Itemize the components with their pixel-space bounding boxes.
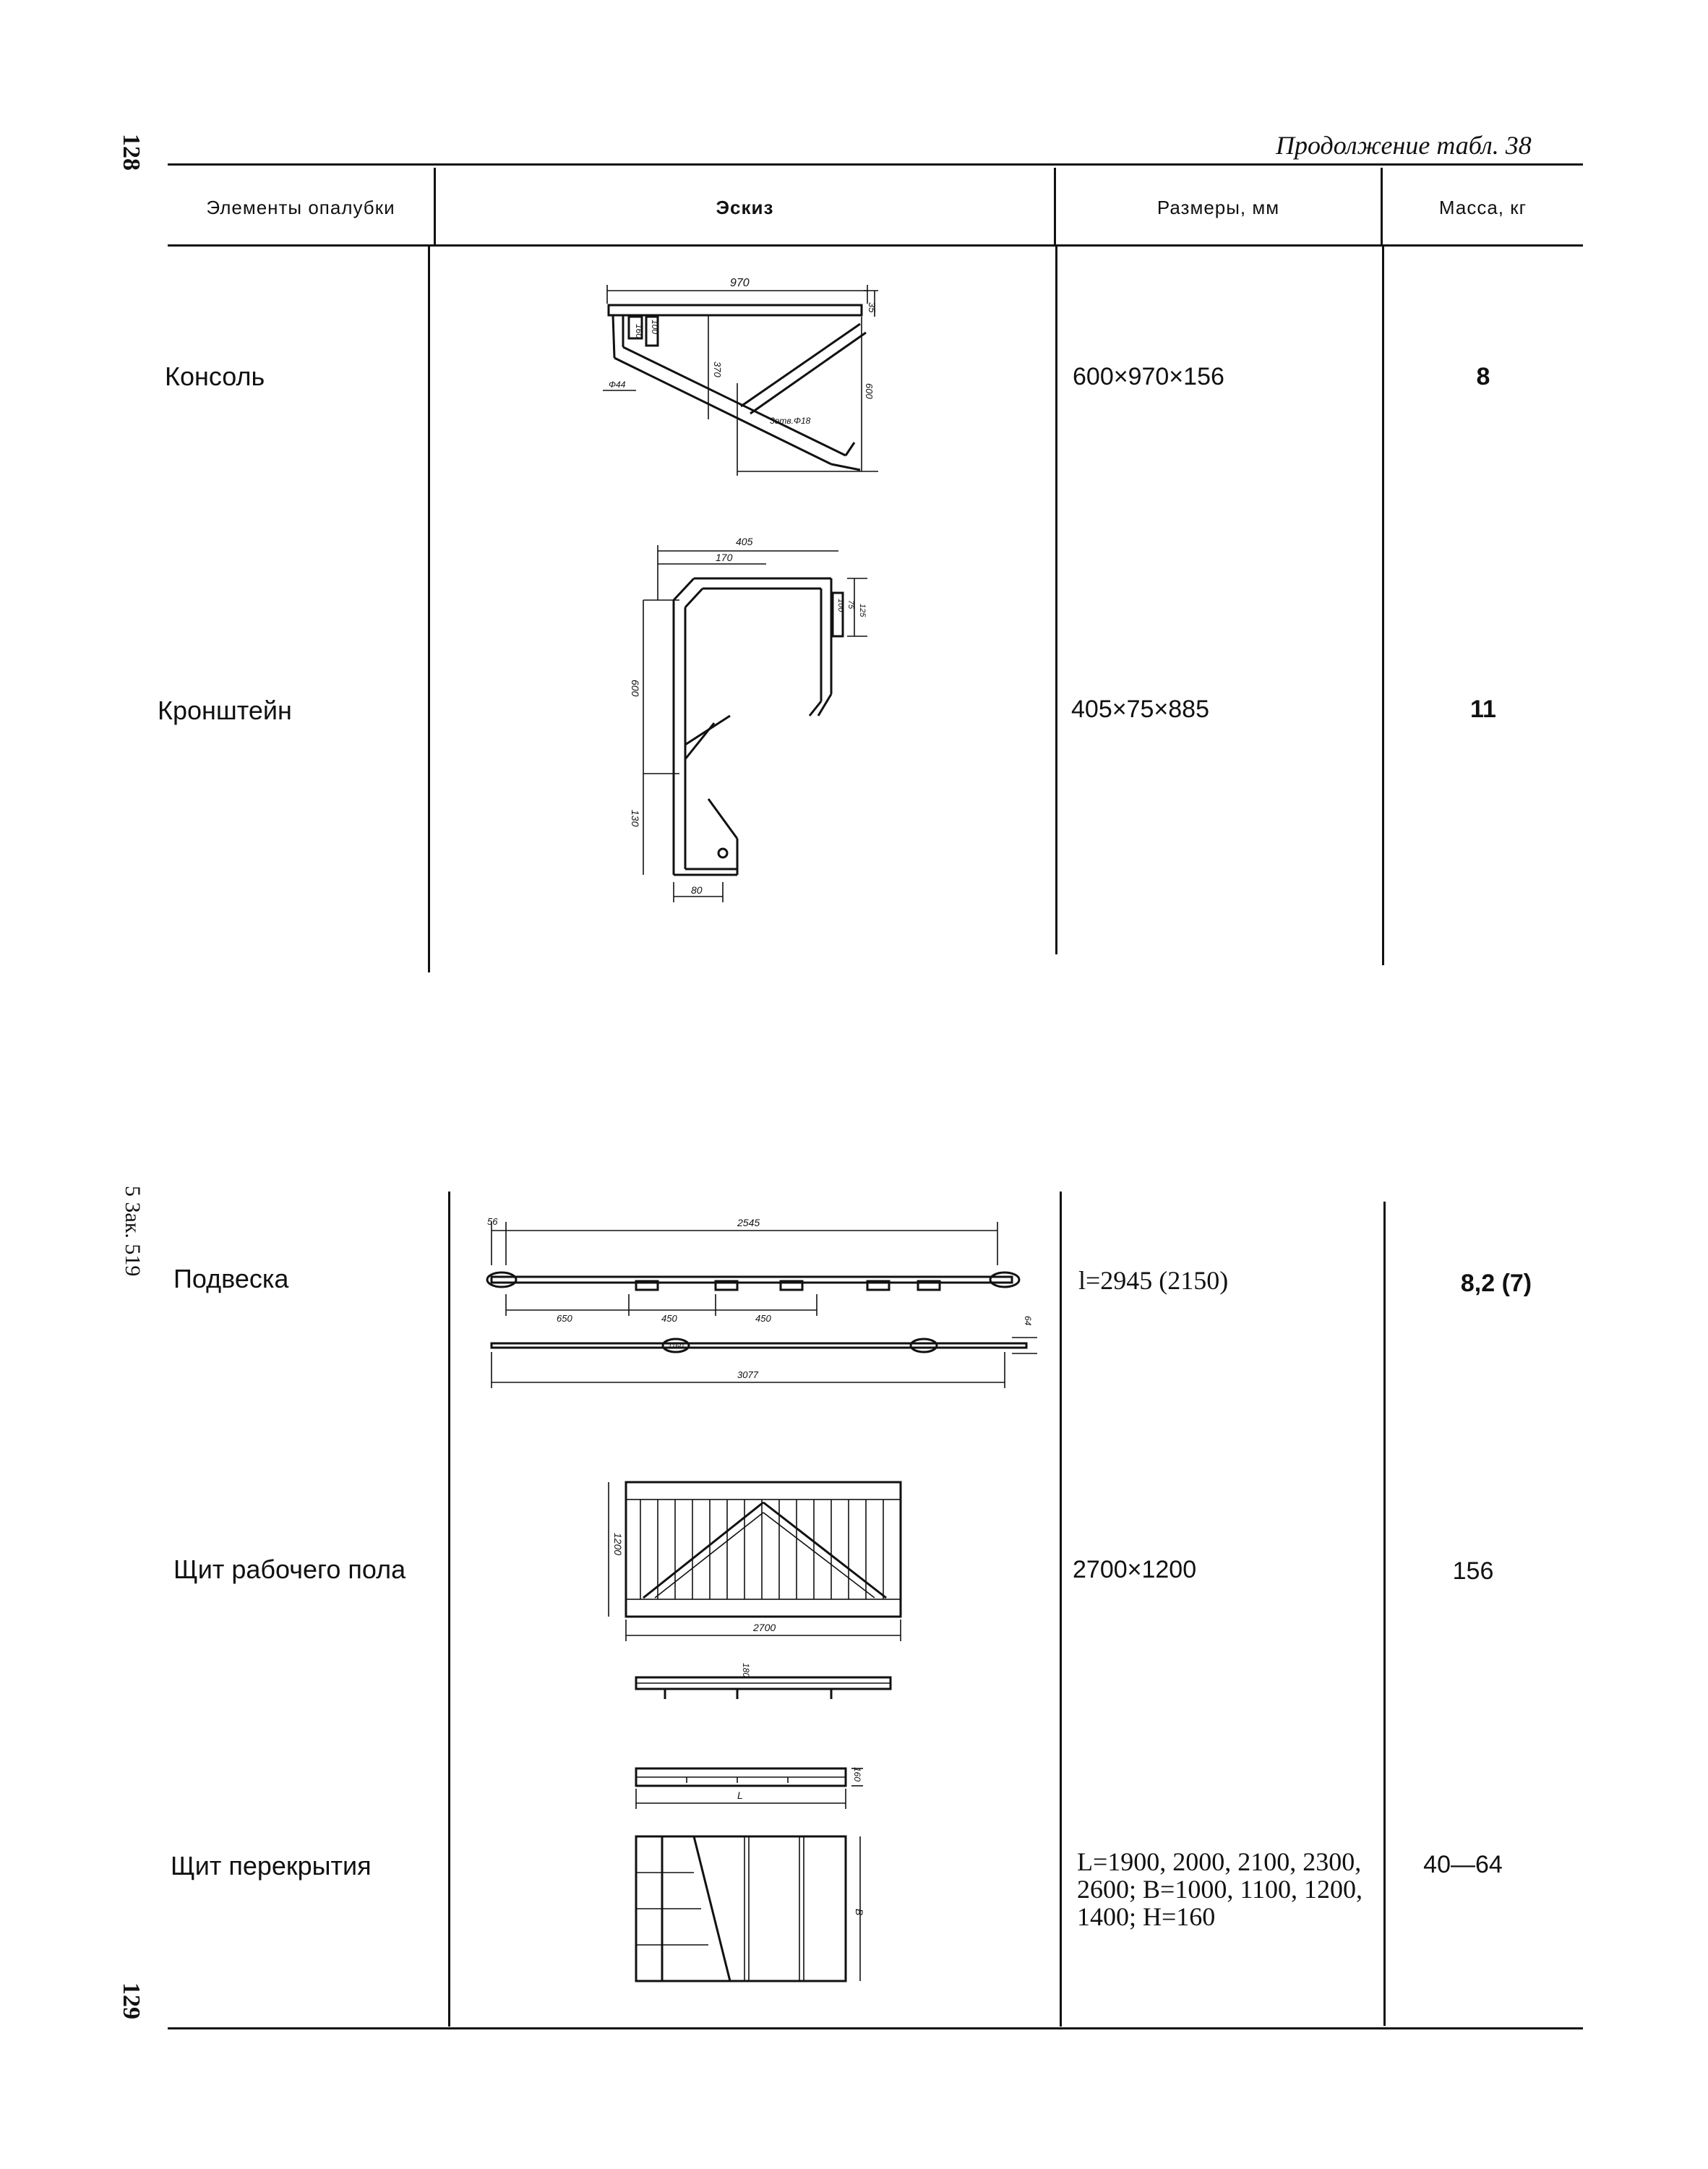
page-number-right: 129 bbox=[118, 1982, 145, 2019]
page-side-note: 5 Зак. 519 bbox=[121, 1186, 145, 1277]
page-number-left: 128 bbox=[118, 134, 145, 171]
header-elements: Элементы опалубки bbox=[206, 197, 395, 218]
bracket-dim-170: 170 bbox=[716, 552, 733, 563]
hanger-dim-side: 64 bbox=[1023, 1316, 1033, 1326]
console-dim-width: 970 bbox=[730, 277, 750, 289]
row-mass-slab-panel: 40—64 bbox=[1423, 1851, 1503, 1878]
row-dimensions-slab-panel: L=1900, 2000, 2100, 2300, 2600; B=1000, … bbox=[1077, 1847, 1362, 1931]
console-dim-600: 600 bbox=[864, 383, 875, 399]
header-mass: Масса, кг bbox=[1438, 197, 1527, 218]
hanger-tag: 1160 bbox=[668, 1343, 684, 1351]
floor-panel-dim-height: 1200 bbox=[612, 1533, 624, 1555]
hanger-dim-s2: 450 bbox=[661, 1313, 677, 1324]
row-mass-floor-panel: 156 bbox=[1452, 1557, 1494, 1585]
table-bottom-rule bbox=[168, 2027, 1583, 2029]
table-col-divider bbox=[1055, 246, 1057, 954]
sketch-console: 970 35 160 100 370 600 Φ44 3отв.Φ18 bbox=[603, 277, 878, 476]
header-sketch: Эскиз bbox=[716, 197, 774, 218]
slab-panel-dim-length: L bbox=[737, 1789, 743, 1801]
table-col-divider bbox=[1054, 168, 1056, 246]
table-col-divider bbox=[1060, 1192, 1062, 2027]
table-col-divider bbox=[448, 1192, 450, 2027]
table-col-divider bbox=[1381, 168, 1383, 246]
row-name-console: Консоль bbox=[165, 362, 265, 391]
row-dimensions-bracket: 405×75×885 bbox=[1071, 696, 1209, 723]
bracket-dim-80: 80 bbox=[691, 884, 703, 896]
table-col-divider bbox=[1383, 1202, 1386, 2026]
console-dim-top: 35 bbox=[867, 302, 877, 313]
row-dimensions-hanger: l=2945 (2150) bbox=[1078, 1266, 1229, 1295]
table-col-divider bbox=[428, 246, 430, 972]
sketch-slab-panel: L 160 B bbox=[635, 1767, 865, 1982]
floor-panel-dim-width: 2700 bbox=[752, 1622, 776, 1633]
console-dim-100: 100 bbox=[650, 320, 660, 334]
table-col-divider bbox=[434, 168, 436, 246]
floor-panel-dim-depth: 180 bbox=[741, 1663, 751, 1677]
row-name-bracket: Кронштейн bbox=[158, 696, 292, 725]
hanger-dim-total: 3077 bbox=[737, 1369, 759, 1380]
row-mass-hanger: 8,2 (7) bbox=[1460, 1270, 1532, 1297]
hanger-dim-length: 2545 bbox=[737, 1217, 760, 1228]
console-dim-370: 370 bbox=[712, 362, 723, 377]
table-col-divider bbox=[1382, 246, 1384, 965]
bracket-dim-600: 600 bbox=[630, 680, 641, 697]
console-dim-holes: 3отв.Φ18 bbox=[770, 416, 811, 426]
hanger-dim-s1: 650 bbox=[557, 1313, 572, 1324]
bracket-dim-130: 130 bbox=[630, 810, 641, 827]
hanger-dim-left: 56 bbox=[487, 1216, 498, 1227]
row-dimensions-console: 600×970×156 bbox=[1073, 363, 1224, 390]
console-dim-160: 160 bbox=[634, 324, 644, 338]
table-header-rule bbox=[168, 244, 1583, 247]
bracket-dim-r3: 125 bbox=[858, 604, 867, 617]
table-top-rule bbox=[168, 163, 1583, 166]
bracket-dim-r2: 75 bbox=[846, 600, 855, 609]
slab-panel-dim-height: 160 bbox=[852, 1767, 862, 1781]
row-mass-bracket: 11 bbox=[1470, 696, 1496, 723]
bracket-dim-405: 405 bbox=[736, 536, 753, 547]
row-name-slab-panel: Щит перекрытия bbox=[171, 1851, 372, 1881]
bracket-dim-r1: 100 bbox=[836, 599, 845, 612]
row-name-hanger: Подвеска bbox=[173, 1264, 289, 1293]
sketch-bracket: 405 170 600 130 80 100 75 125 bbox=[630, 536, 867, 902]
row-mass-console: 8 bbox=[1476, 363, 1490, 390]
sketch-floor-panel: 1200 2700 180 bbox=[608, 1481, 902, 1699]
sketch-hanger: 56 2545 650 450 450 1160 3077 64 bbox=[486, 1216, 1037, 1388]
row-dimensions-floor-panel: 2700×1200 bbox=[1073, 1556, 1197, 1583]
row-name-floor-panel: Щит рабочего пола bbox=[173, 1554, 406, 1584]
console-dim-d44: Φ44 bbox=[609, 380, 626, 390]
header-dimensions: Размеры, мм bbox=[1156, 197, 1280, 218]
slab-panel-dim-b: B bbox=[854, 1909, 865, 1915]
hanger-dim-s3: 450 bbox=[755, 1313, 771, 1324]
table-continuation-label: Продолжение табл. 38 bbox=[1276, 131, 1532, 160]
